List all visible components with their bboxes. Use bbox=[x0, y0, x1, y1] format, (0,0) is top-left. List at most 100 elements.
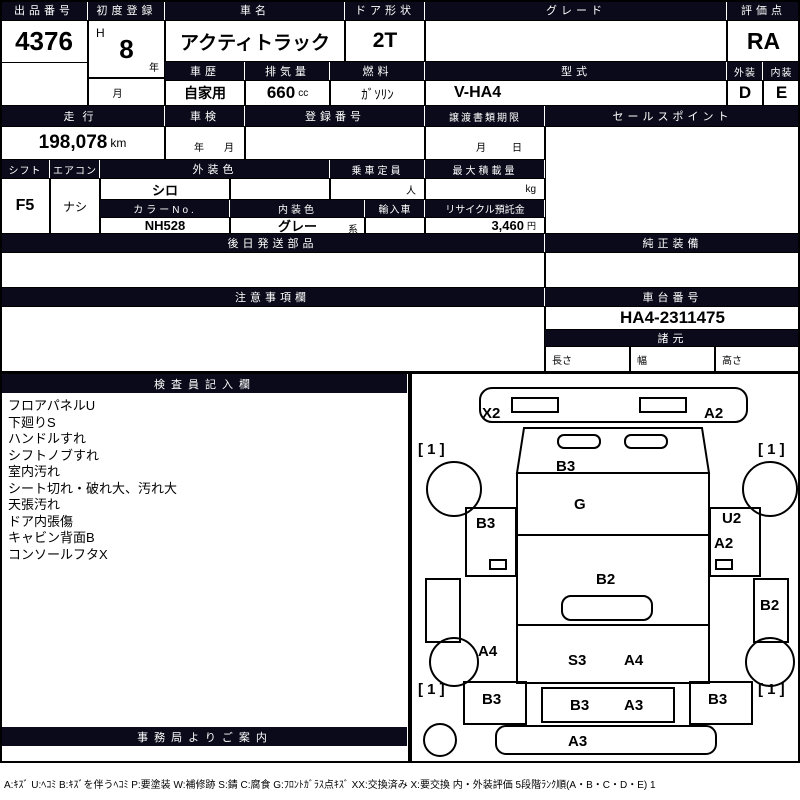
month-unit: 月 bbox=[112, 88, 123, 100]
inspector-note: キャビン背面B bbox=[8, 530, 95, 545]
caution-box bbox=[0, 306, 545, 372]
inspector-note: 天張汚れ bbox=[8, 497, 61, 512]
damage-marker: S3 bbox=[568, 652, 586, 669]
first-registration: H 8 年 bbox=[88, 20, 165, 78]
capacity-label: 乗車定員 bbox=[330, 160, 425, 178]
inspector-note: コンソールフタX bbox=[8, 546, 108, 562]
year-unit: 年 bbox=[149, 63, 159, 74]
damage-marker: B3 bbox=[476, 515, 495, 532]
bed-floor-outline bbox=[516, 624, 710, 684]
inspection-expiry: 年 月 bbox=[165, 126, 245, 160]
left-side-gate bbox=[425, 578, 461, 643]
transfer-day-unit: 日 bbox=[512, 143, 522, 154]
car-history: 自家用 bbox=[165, 80, 245, 106]
damage-markers: X2 A2 [ 1 ] [ 1 ] B3 G B3 U2 A2 B2 B2 A4… bbox=[418, 405, 785, 750]
mileage-label: 走行 bbox=[0, 106, 165, 126]
interior-score: E bbox=[763, 80, 800, 106]
displacement-label: 排気量 bbox=[245, 62, 330, 80]
model-code: V-HA4 bbox=[425, 80, 727, 106]
inspection-year-unit: 年 bbox=[194, 143, 204, 154]
office-info-label: 事務局よりご案内 bbox=[2, 727, 408, 746]
tire-marker: [ 1 ] bbox=[758, 681, 785, 698]
grade bbox=[425, 20, 727, 62]
import-car-label: 輸入車 bbox=[365, 200, 425, 217]
door-shape-label: ドア形状 bbox=[345, 0, 425, 20]
fuel-type: ｶﾞｿﾘﾝ bbox=[330, 80, 425, 106]
exterior-color-blank bbox=[230, 178, 330, 200]
interior-color-value: グレー bbox=[277, 219, 317, 234]
max-load: kg bbox=[425, 178, 545, 200]
inspector-note: ハンドルすれ bbox=[8, 431, 87, 446]
damage-marker: U2 bbox=[722, 510, 741, 527]
spec-length: 長さ bbox=[545, 346, 630, 372]
auction-number-blank bbox=[0, 62, 88, 106]
exterior-color: シロ bbox=[100, 178, 230, 200]
left-bed-gate bbox=[463, 681, 527, 725]
spec-width: 幅 bbox=[630, 346, 715, 372]
damage-marker: B3 bbox=[708, 691, 727, 708]
door-shape: 2T bbox=[345, 20, 425, 62]
fuel-label: 燃料 bbox=[330, 62, 425, 80]
first-registration-era: H bbox=[96, 26, 105, 40]
transfer-month-unit: 月 bbox=[476, 143, 486, 154]
damage-marker: X2 bbox=[482, 405, 500, 422]
truck-outline bbox=[423, 387, 798, 757]
diagram-box: X2 A2 [ 1 ] [ 1 ] B3 G B3 U2 A2 B2 B2 A4… bbox=[410, 372, 800, 763]
inspection-expiry-label: 車検 bbox=[165, 106, 245, 126]
recycle-deposit-value: 3,460 bbox=[491, 218, 524, 233]
caution-label: 注意事項欄 bbox=[0, 288, 545, 306]
tailgate-outline bbox=[541, 687, 675, 723]
front-left-wheel bbox=[426, 461, 482, 517]
interior-color-suffix: 系 bbox=[348, 225, 358, 234]
damage-marker: A3 bbox=[568, 733, 587, 750]
damage-marker: B2 bbox=[596, 571, 615, 588]
max-load-label: 最大積載量 bbox=[425, 160, 545, 178]
displacement: 660 cc bbox=[245, 80, 330, 106]
damage-marker: A2 bbox=[714, 535, 733, 552]
shift-label: シフト bbox=[0, 160, 50, 178]
damage-marker: B2 bbox=[760, 597, 779, 614]
oem-equipment-box bbox=[545, 252, 800, 288]
inspector-note: シフトノブすれ bbox=[8, 447, 100, 463]
passenger-capacity: 人 bbox=[330, 178, 425, 200]
damage-marker: B3 bbox=[482, 691, 501, 708]
first-registration-label: 初度登録 bbox=[88, 0, 165, 20]
front-right-wheel bbox=[742, 461, 798, 517]
damage-marker: B3 bbox=[556, 458, 575, 475]
auction-number: 4376 bbox=[0, 20, 88, 63]
inspector-notes: フロアパネルU 下廻りS ハンドルすれ シフトノブすれ 室内汚れ シート切れ・破… bbox=[8, 398, 404, 563]
rear-right-wheel bbox=[745, 637, 795, 687]
transfer-deadline: 月 日 bbox=[425, 126, 545, 160]
specs-label: 諸元 bbox=[545, 330, 800, 346]
chassis-number-label: 車台番号 bbox=[545, 288, 800, 306]
sales-point-label: セールスポイント bbox=[545, 106, 800, 126]
oem-equipment-label: 純正装備 bbox=[545, 234, 800, 252]
shift: F5 bbox=[0, 178, 50, 234]
inspector-note: フロアパネルU bbox=[8, 398, 96, 413]
rear-bumper-outline bbox=[495, 725, 717, 755]
interior-label: 内装 bbox=[763, 62, 800, 80]
tire-marker: [ 1 ] bbox=[758, 441, 785, 458]
tire-marker: [ 1 ] bbox=[418, 681, 445, 698]
damage-marker: A4 bbox=[624, 652, 644, 669]
inspection-month-unit: 月 bbox=[224, 143, 234, 154]
sales-point-box bbox=[545, 126, 800, 234]
interior-color: グレー 系 bbox=[230, 217, 365, 234]
damage-marker: B3 bbox=[570, 697, 589, 714]
right-side-gate bbox=[753, 578, 789, 643]
registration-number-label: 登録番号 bbox=[245, 106, 425, 126]
first-registration-year: 8 bbox=[119, 33, 134, 64]
spec-height: 高さ bbox=[715, 346, 800, 372]
aircon-label: エアコン bbox=[50, 160, 100, 178]
model-code-label: 型式 bbox=[425, 62, 727, 80]
inspector-notes-label: 検査員記入欄 bbox=[2, 374, 408, 393]
chassis-number: HA4-2311475 bbox=[545, 306, 800, 330]
damage-marker: G bbox=[574, 496, 586, 513]
color-number-label: カラーNo. bbox=[100, 200, 230, 217]
car-history-label: 車歴 bbox=[165, 62, 245, 80]
tire-marker: [ 1 ] bbox=[418, 441, 445, 458]
displacement-value: 660 bbox=[266, 83, 296, 102]
inspector-note: シート切れ・破れ大、汚れ大 bbox=[8, 480, 178, 496]
legend: A:ｷｽﾞ U:ﾍｺﾐ B:ｷｽﾞを伴うﾍｺﾐ P:要塗装 W:補修跡 S:錆 … bbox=[4, 780, 656, 791]
